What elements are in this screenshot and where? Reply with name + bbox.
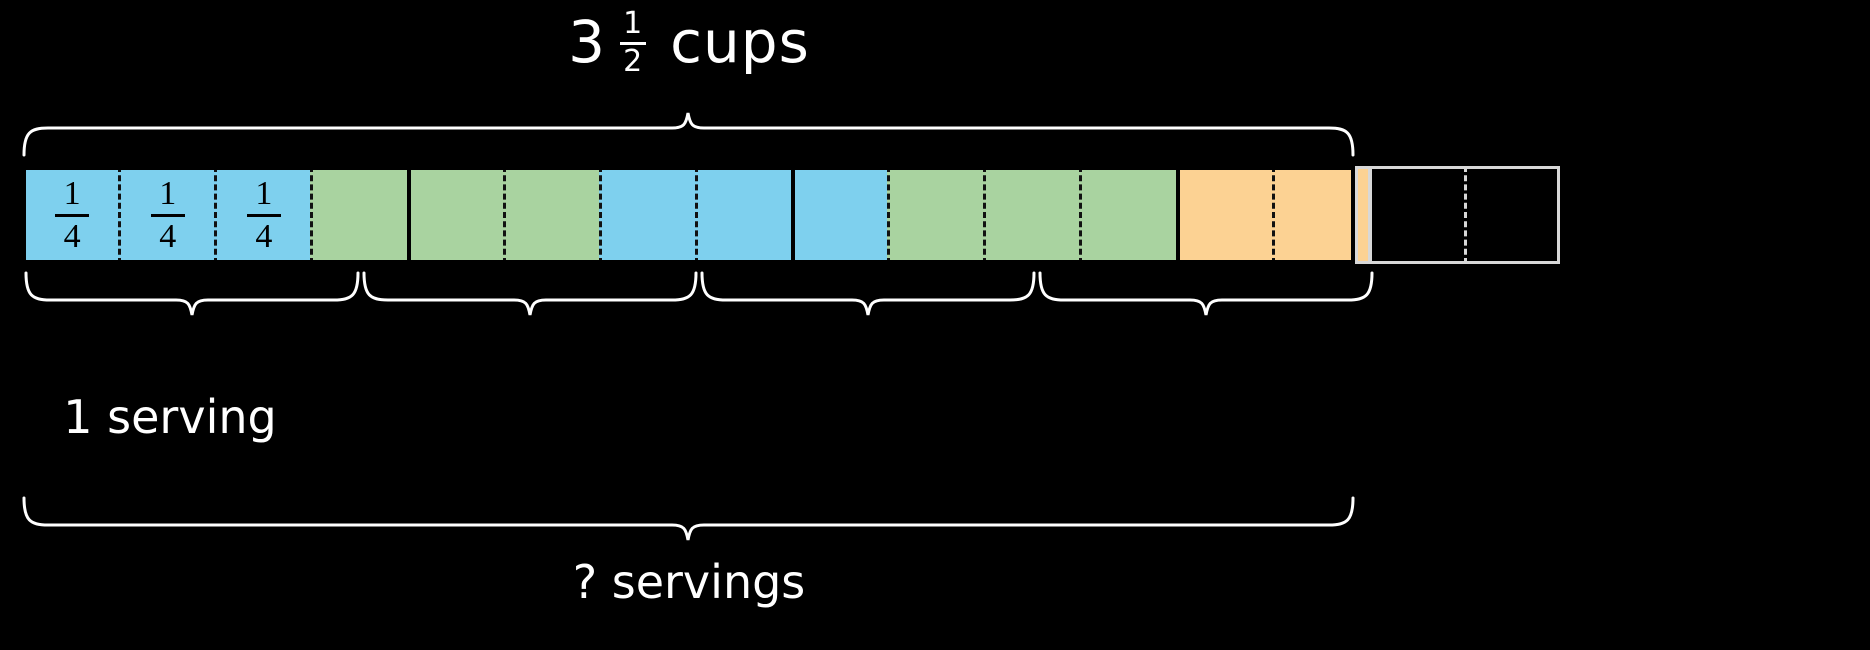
brace-serving-1	[24, 271, 360, 316]
cell-fraction-numerator: 1	[63, 174, 81, 212]
tape-cell-4	[310, 166, 407, 264]
tape-cell-14	[1271, 166, 1368, 264]
cell-fraction-denominator: 4	[159, 217, 177, 255]
one-serving-label: 1 serving	[63, 390, 277, 444]
fraction-bar	[620, 41, 647, 45]
cell-fraction-bar	[246, 213, 281, 217]
fraction-denominator: 2	[623, 43, 644, 79]
tape-cell-15	[1367, 166, 1464, 264]
brace-serving-4	[1038, 271, 1374, 316]
cell-fraction-bar	[55, 213, 90, 217]
cell-fraction-numerator: 1	[255, 174, 273, 212]
cell-fraction-denominator: 4	[63, 217, 81, 255]
mixed-number-whole: 3	[568, 8, 607, 77]
tape-cell-6	[502, 166, 599, 264]
tape-cell-12	[1079, 166, 1176, 264]
brace-bottom-total	[22, 496, 1355, 541]
mixed-number-fraction: 1 2	[620, 6, 647, 79]
cell-fraction-bar	[150, 213, 185, 217]
brace-serving-3	[700, 271, 1036, 316]
fraction-numerator: 1	[623, 6, 644, 41]
unit-label: cups	[670, 8, 810, 77]
tape-cell-9	[791, 166, 888, 264]
tape-cell-7	[598, 166, 695, 264]
cell-fraction-denominator: 4	[255, 217, 273, 255]
brace-top-total	[22, 112, 1355, 157]
tape-cell-5	[406, 166, 503, 264]
cell-fraction-numerator: 1	[159, 174, 177, 212]
tape-cell-10	[887, 166, 984, 264]
tape-cell-16	[1463, 166, 1560, 264]
tape-cell-11	[983, 166, 1080, 264]
tape-cell-13	[1175, 166, 1272, 264]
tape-cell-8	[694, 166, 791, 264]
question-servings-label: ? servings	[572, 555, 806, 609]
total-quantity-label: 3 1 2 cups	[0, 8, 1378, 76]
brace-serving-2	[362, 271, 698, 316]
